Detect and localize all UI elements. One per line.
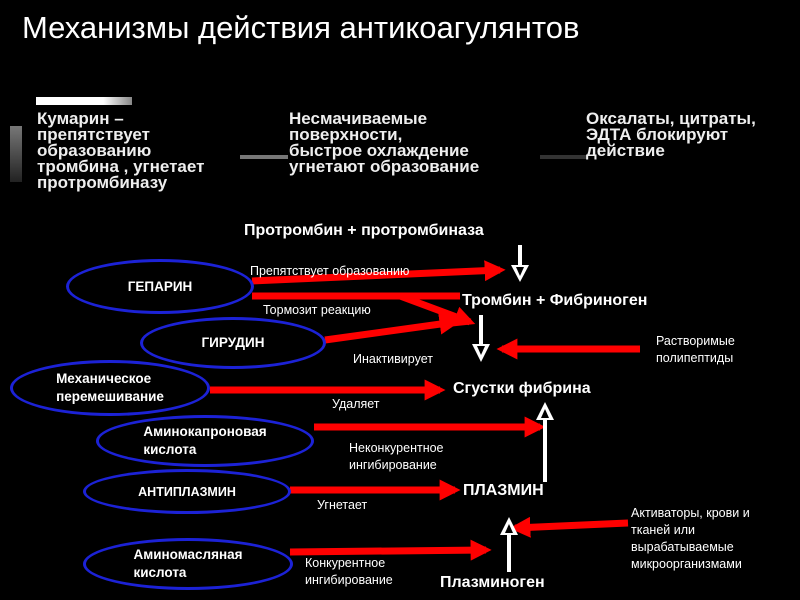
- mechanical-label: Механическое перемешивание: [56, 371, 164, 404]
- surfaces-text: Несмачиваемые поверхности, быстрое охлаж…: [289, 109, 480, 176]
- hirudin-label: ГИРУДИН: [201, 335, 265, 350]
- oxalates-text: Оксалаты, цитраты, ЭДТА блокируют действ…: [586, 109, 756, 160]
- arrow-hirudin-inactivates: [324, 313, 461, 344]
- removes-label: Удаляет: [332, 397, 380, 411]
- aminobutyric-oval: Аминомасляная кислота: [83, 538, 293, 590]
- coumarin-text: Кумарин – препятствует образованию тромб…: [37, 109, 205, 192]
- noncompetitive-label: Неконкурентное ингибирование: [349, 441, 444, 472]
- antiplasmin-oval: АНТИПЛАЗМИН: [83, 469, 291, 514]
- prothrombin-node: Протромбин + протромбиназа: [244, 222, 484, 239]
- polypeptides-text: Растворимые полипептиды: [656, 334, 735, 365]
- plasminogen-node: Плазминоген: [440, 574, 545, 591]
- decor-bar-left-vertical: [10, 126, 22, 182]
- arrow-aminobutyric: [289, 539, 492, 561]
- white-arrow-prothrombin-thrombin: [511, 245, 529, 282]
- heparin-oval: ГЕПАРИН: [66, 259, 254, 314]
- activators-text: Активаторы, крови и тканей или вырабатыв…: [631, 506, 750, 571]
- competitive-label: Конкурентное ингибирование: [305, 556, 393, 587]
- clots-node: Сгустки фибрина: [453, 380, 591, 397]
- white-arrow-plasminogen-plasmin: [500, 517, 518, 572]
- white-arrow-thrombin-clots: [472, 315, 490, 362]
- aminocaproic-oval: Аминокапроновая кислота: [96, 415, 314, 467]
- arrow-activators: [509, 516, 629, 538]
- heparin-label: ГЕПАРИН: [127, 278, 193, 294]
- arrow-heparin-prevents: [251, 260, 506, 285]
- inactivates-label: Инактивирует: [353, 352, 433, 366]
- thrombin-node: Тромбин + Фибриноген: [462, 292, 648, 309]
- hirudin-oval: ГИРУДИН: [140, 317, 326, 369]
- decor-bar-middle: [240, 155, 288, 159]
- inhibits-label: Тормозит реакцию: [263, 303, 371, 317]
- arrow-heparin-inhibits-diag: [398, 292, 476, 327]
- mechanical-oval: Механическое перемешивание: [10, 360, 210, 416]
- white-arrow-plasmin-clots: [536, 402, 554, 482]
- prevents-label: Препятствует образованию: [250, 264, 410, 278]
- decor-bar-left: [36, 97, 132, 105]
- aminocaproic-label: Аминокапроновая кислота: [143, 424, 267, 457]
- suppresses-label: Угнетает: [317, 498, 368, 512]
- page-title: Механизмы действия антикоагулянтов: [22, 10, 580, 45]
- aminobutyric-label: Аминомасляная кислота: [133, 547, 243, 580]
- antiplasmin-label: АНТИПЛАЗМИН: [138, 484, 236, 499]
- plasmin-node: ПЛАЗМИН: [463, 482, 544, 499]
- decor-bar-right: [540, 155, 586, 159]
